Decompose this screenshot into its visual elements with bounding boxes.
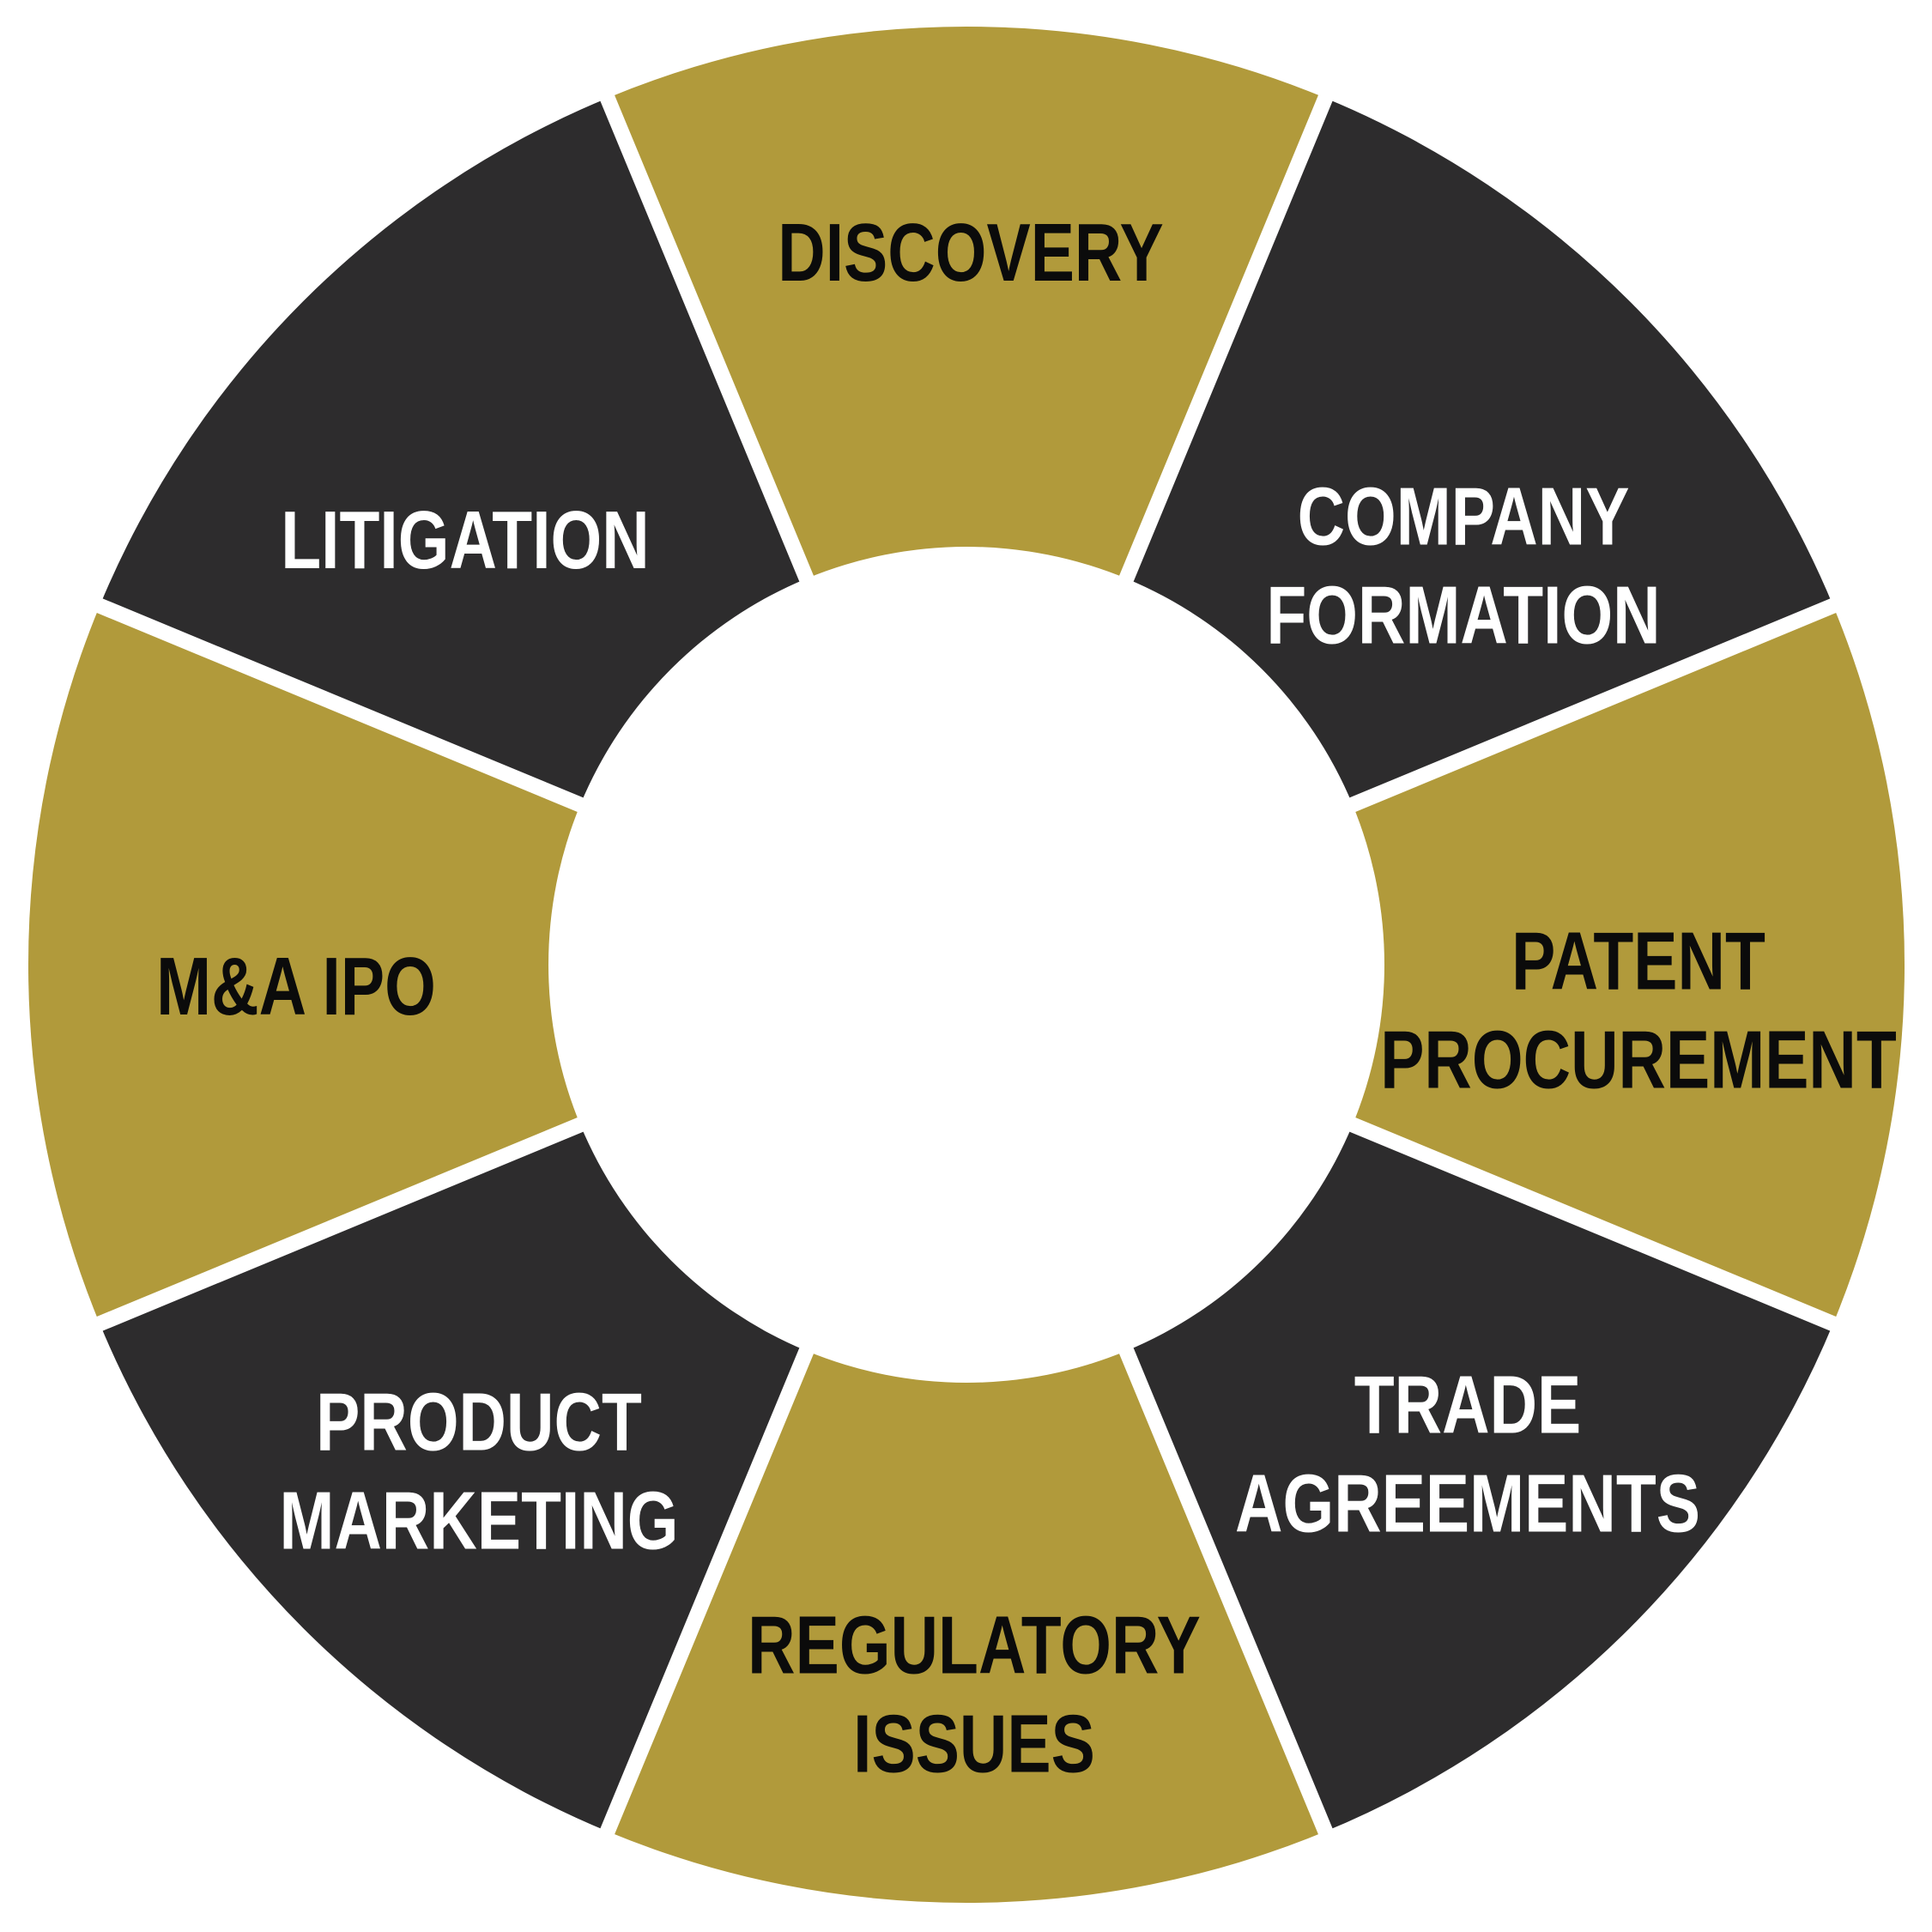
segment-label-text: REGULATORY ISSUES xyxy=(748,1599,1201,1790)
segment-label-text: LITIGATION xyxy=(281,494,650,587)
segment-patent-procurement xyxy=(966,605,1905,1324)
segment-label-company-formation: COMPANY FORMATION xyxy=(1217,369,1710,765)
segment-ma-ipo xyxy=(27,605,967,1324)
segment-label-discovery: DISCOVERY xyxy=(730,105,1212,402)
segment-label-text: TRADE AGREEMENTS xyxy=(1235,1359,1700,1550)
segment-label-text: PRODUCT MARKETING xyxy=(279,1376,679,1567)
segment-label-text: DISCOVERY xyxy=(778,207,1164,300)
segment-label-text: PATENT PROCUREMENT xyxy=(1380,915,1897,1106)
center-circle xyxy=(548,547,1384,1383)
segment-label-trade-agreements: TRADE AGREEMENTS xyxy=(1177,1257,1758,1653)
segment-label-patent-procurement: PATENT PROCUREMENT xyxy=(1316,814,1932,1209)
segment-discovery xyxy=(607,26,1326,966)
segment-label-regulatory-issues: REGULATORY ISSUES xyxy=(691,1498,1257,1893)
segment-regulatory-issues xyxy=(607,965,1326,1904)
segment-label-text: COMPANY FORMATION xyxy=(1266,470,1661,662)
segment-label-text: M&A IPO xyxy=(156,941,436,1033)
segment-label-product-marketing: PRODUCT MARKETING xyxy=(229,1275,728,1670)
segment-label-litigation: LITIGATION xyxy=(235,392,696,689)
segment-label-ma-ipo: M&A IPO xyxy=(121,839,470,1136)
